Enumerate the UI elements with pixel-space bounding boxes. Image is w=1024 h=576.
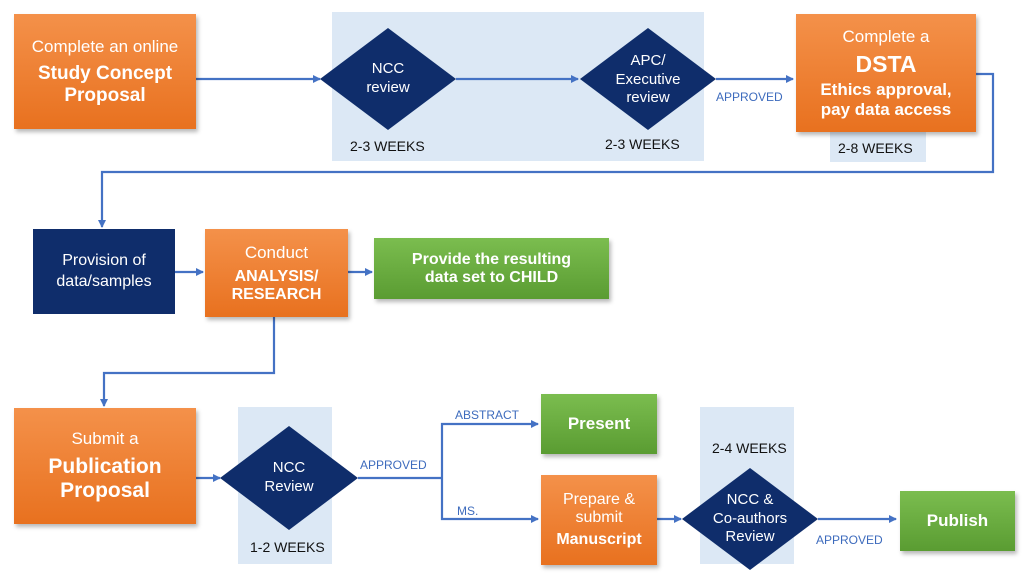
apc-review-weeks: 2-3 WEEKS (605, 136, 680, 152)
apc-review-diamond (580, 28, 716, 130)
provide-data-set-box: Provide the resulting data set to CHILD (374, 238, 609, 299)
publication-line2: Publication (48, 455, 162, 478)
ncc-review-label: NCC review (340, 55, 436, 103)
ncc-review-diamond (320, 28, 456, 130)
publication-line1: Submit a (71, 429, 139, 448)
concept-line3: Proposal (64, 84, 146, 106)
conduct-line2: ANALYSIS/ (234, 267, 319, 285)
provide-line2: data set to CHILD (424, 268, 559, 286)
study-concept-proposal-box: Complete an online Study Concept Proposa… (14, 14, 196, 129)
publication-line3: Proposal (60, 479, 150, 502)
coauthors-review-diamond (682, 468, 818, 570)
apc-review-label: APC/ Executive review (596, 48, 700, 112)
apc-line1: APC/ (630, 51, 666, 69)
ms-label: MS. (457, 504, 479, 518)
concept-line1: Complete an online (31, 36, 179, 56)
coauthors-line2: Co-authors (712, 509, 788, 527)
approved-label-1: APPROVED (716, 90, 783, 104)
abstract-label: ABSTRACT (455, 408, 520, 422)
coauthors-review-label: NCC & Co-authors Review (698, 488, 802, 550)
dsta-box: Complete a DSTA Ethics approval, pay dat… (796, 14, 976, 132)
present-label: Present (567, 414, 631, 433)
arrow-to-present (440, 420, 539, 478)
provision-line1: Provision of (62, 251, 146, 269)
provide-line1: Provide the resulting (411, 250, 572, 268)
publication-proposal-box: Submit a Publication Proposal (14, 408, 196, 524)
present-box: Present (541, 394, 657, 454)
dsta-weeks: 2-8 WEEKS (838, 140, 913, 156)
arrow-conduct-to-publication (100, 317, 276, 407)
dsta-line3: Ethics approval, (820, 79, 952, 99)
manuscript-box: Prepare & submit Manuscript (541, 475, 657, 565)
conduct-line3: RESEARCH (231, 285, 322, 303)
dsta-line2: DSTA (855, 50, 917, 77)
ncc-review-weeks: 2-3 WEEKS (350, 138, 425, 154)
manuscript-line1: Prepare & (562, 491, 636, 508)
dsta-weeks-panel (830, 132, 926, 162)
arrow-to-manuscript (440, 478, 539, 523)
publish-label: Publish (926, 511, 989, 530)
provision-box: Provision of data/samples (33, 229, 175, 314)
provision-line2: data/samples (56, 272, 152, 290)
apc-line3: review (626, 89, 670, 107)
ncc-pub-line1: NCC (272, 459, 306, 477)
arrow-dsta-to-provision (98, 72, 995, 228)
ncc-review-line2: review (366, 79, 410, 96)
conduct-analysis-box: Conduct ANALYSIS/ RESEARCH (205, 229, 348, 317)
coauthors-weeks: 2-4 WEEKS (712, 440, 787, 456)
approved-label-3: APPROVED (816, 533, 883, 547)
manuscript-line3: Manuscript (556, 531, 642, 548)
ncc-publication-weeks: 1-2 WEEKS (250, 539, 325, 555)
ncc-publication-review-label: NCC Review (241, 454, 337, 502)
ncc-review-line1: NCC (371, 60, 405, 78)
conduct-line1: Conduct (244, 242, 309, 262)
ncc-publication-review-diamond (220, 426, 358, 530)
dsta-line4: pay data access (820, 99, 952, 119)
concept-line2: Study Concept (37, 62, 173, 84)
apc-line2: Executive (615, 70, 681, 88)
publish-box: Publish (900, 491, 1015, 551)
manuscript-line2: submit (575, 509, 623, 526)
ncc-pub-line2: Review (264, 478, 314, 495)
approved-label-2: APPROVED (360, 458, 427, 472)
coauthors-line1: NCC & (726, 490, 774, 508)
coauthors-line3: Review (725, 528, 775, 546)
dsta-line1: Complete a (842, 26, 930, 46)
